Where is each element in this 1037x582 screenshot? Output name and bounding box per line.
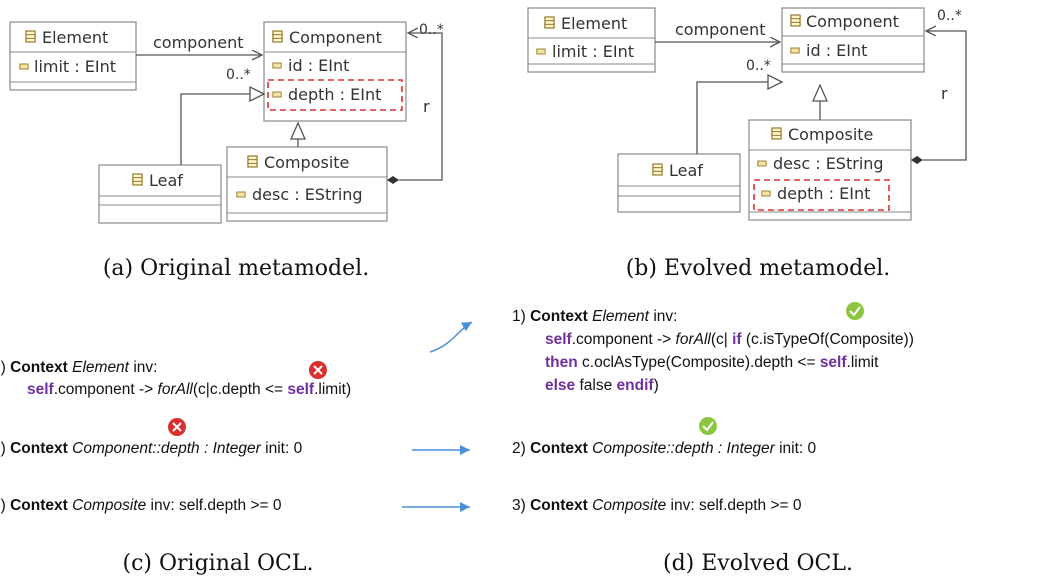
class-name: Component: [289, 28, 382, 47]
caption-b: (b) Evolved metamodel.: [626, 256, 891, 281]
class-icon: [132, 173, 143, 186]
composition-line: [923, 31, 967, 161]
class-leaf[interactable]: Leaf: [98, 164, 222, 224]
attribute-icon: [536, 48, 546, 55]
class-name: Component: [806, 12, 899, 31]
multiplicity-label: 0..*: [937, 8, 962, 24]
check-icon: [846, 302, 864, 320]
attribute: id : EInt: [806, 41, 867, 60]
highlight-box: [267, 79, 403, 111]
attribute-icon: [757, 160, 767, 167]
class-name: Element: [42, 28, 108, 47]
class-name: Composite: [264, 153, 349, 172]
multiplicity-label: 0..*: [746, 58, 771, 74]
class-icon: [652, 163, 663, 176]
ocl-original-constraint-3: 3) Context Composite inv: self.depth >= …: [0, 497, 282, 514]
class-name: Composite: [788, 125, 873, 144]
relation-label: r: [941, 84, 948, 103]
class-name: Element: [561, 14, 627, 33]
multiplicity-label: 0..*: [226, 67, 251, 83]
class-element[interactable]: Element limit : EInt: [9, 21, 137, 91]
ocl-evolved-constraint-1-line-2: self.component -> forAll(c| if (c.isType…: [545, 331, 914, 348]
class-element[interactable]: Element limit : EInt: [527, 7, 656, 73]
attribute-icon: [790, 47, 800, 54]
ocl-evolved-constraint-1-line-3: then c.oclAsType(Composite).depth <= sel…: [545, 354, 879, 371]
attribute-icon: [236, 191, 246, 198]
class-icon: [544, 16, 555, 29]
error-icon: [168, 418, 186, 436]
class-icon: [272, 30, 283, 43]
inheritance-line: [696, 81, 782, 154]
composition-diamond: [911, 156, 923, 164]
check-icon: [699, 417, 717, 435]
composition-diamond: [387, 176, 399, 184]
class-composite[interactable]: Composite desc : EString: [226, 146, 388, 222]
class-component[interactable]: Component id : EInt depth : EInt: [263, 21, 407, 122]
inheritance-arrowhead: [249, 85, 266, 103]
transition-arrow: [429, 321, 473, 353]
ocl-original-constraint-2: 2) Context Component::depth : Integer in…: [0, 440, 303, 457]
class-component[interactable]: Component id : EInt: [781, 7, 925, 73]
ocl-original-constraint-1-body: self.component -> forAll(c|c.depth <= se…: [27, 381, 352, 398]
caption-c: (c) Original OCL.: [123, 551, 314, 576]
attribute-icon: [272, 62, 282, 69]
class-icon: [25, 30, 36, 43]
multiplicity-label: 0..*: [419, 22, 444, 38]
attribute: depth : EInt: [777, 184, 870, 203]
association-label: component: [153, 33, 244, 52]
caption-a: (a) Original metamodel.: [103, 256, 369, 281]
class-icon: [790, 14, 801, 27]
evolved-metamodel-diagram: Element limit : EInt Component id : EInt…: [527, 7, 967, 221]
inheritance-arrowhead: [290, 121, 306, 140]
ocl-evolved-constraint-3: 3) Context Composite inv: self.depth >= …: [512, 497, 802, 514]
ocl-evolved-constraint-1: 1) Context Element inv:: [512, 308, 678, 325]
inheritance-arrowhead: [767, 73, 784, 91]
attribute: depth : EInt: [288, 85, 381, 104]
class-icon: [771, 127, 782, 140]
inheritance-line: [180, 93, 264, 165]
original-metamodel-diagram: Element limit : EInt Component id : EInt…: [9, 21, 444, 224]
ocl-original-constraint-1: 1) Context Element inv:: [0, 359, 158, 376]
class-name: Leaf: [669, 161, 703, 180]
caption-d: (d) Evolved OCL.: [663, 551, 853, 576]
highlight-box: [753, 179, 890, 211]
attribute: limit : EInt: [34, 57, 116, 76]
ocl-evolved-constraint-1-line-4: else false endif): [545, 377, 659, 394]
attribute-icon: [272, 91, 282, 98]
class-composite[interactable]: Composite desc : EString depth : EInt: [748, 119, 912, 221]
attribute: id : EInt: [288, 56, 349, 75]
inheritance-arrowhead: [812, 83, 828, 102]
attribute-icon: [761, 190, 771, 197]
ocl-evolved-constraint-2: 2) Context Composite::depth : Integer in…: [512, 440, 817, 457]
attribute: desc : EString: [773, 154, 884, 173]
attribute: desc : EString: [252, 185, 363, 204]
attribute-icon: [19, 63, 29, 70]
relation-label: r: [423, 97, 430, 116]
attribute: limit : EInt: [552, 42, 634, 61]
class-name: Leaf: [149, 171, 183, 190]
composition-line: [399, 33, 443, 181]
class-leaf[interactable]: Leaf: [617, 153, 741, 213]
association-label: component: [675, 20, 766, 39]
class-icon: [247, 155, 258, 168]
error-icon: [309, 361, 327, 379]
